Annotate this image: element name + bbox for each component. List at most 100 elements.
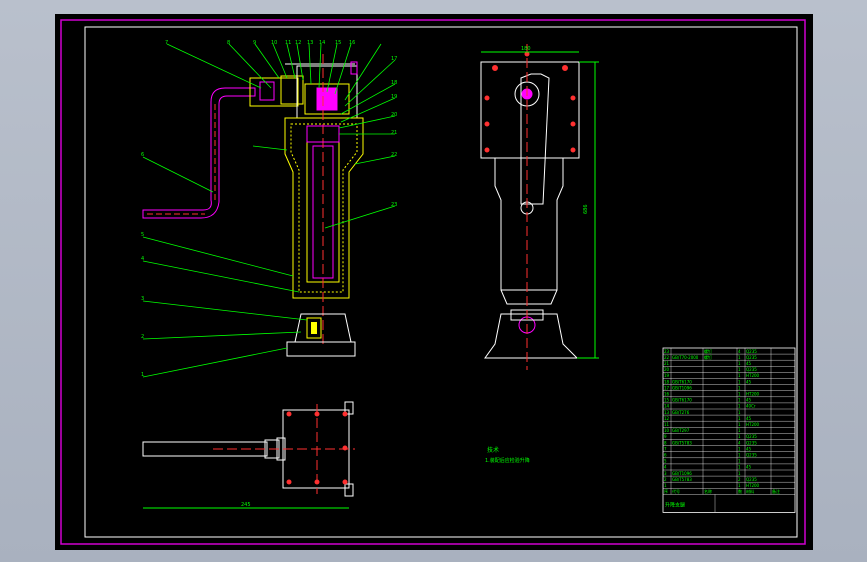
table-header-cell: 数: [738, 488, 742, 494]
table-cell: HT200: [746, 422, 760, 427]
table-cell: 45: [746, 465, 752, 470]
table-cell: 1: [738, 453, 741, 458]
outer-border: [60, 19, 806, 545]
table-cell: Q235: [746, 367, 757, 372]
table-cell: 1: [738, 459, 741, 464]
table-cell: 45: [746, 446, 752, 451]
table-cell: GB/T5783: [672, 440, 692, 445]
table-header-cell: 名称: [704, 488, 712, 494]
crank-handle: [142, 87, 256, 219]
cad-drawing: 1 2 3 4 5 6 7 8 9 10 11 12 13 14 15 16 1…: [60, 19, 806, 545]
callout-8: 8: [227, 40, 230, 46]
table-cell: Q235: [746, 453, 757, 458]
table-cell: Q235: [746, 349, 757, 354]
callout-3: 3: [141, 296, 144, 302]
side-view: 180 686: [480, 44, 599, 370]
table-cell: 1: [738, 392, 741, 397]
table-cell: 8: [664, 440, 667, 445]
callout-10: 10: [271, 40, 277, 46]
table-cell: 3: [664, 471, 667, 476]
table-cell: GB/T297: [672, 428, 690, 433]
table-cell: 1: [738, 465, 741, 470]
table-cell: 4: [664, 465, 667, 470]
table-cell: GB/T1096: [672, 385, 692, 390]
table-cell: HT200: [746, 483, 760, 488]
table-cell: 2: [738, 477, 741, 482]
table-cell: 19: [664, 373, 670, 378]
table-cell: Q235: [746, 355, 757, 360]
table-cell: 1: [738, 398, 741, 403]
table-cell: 15: [664, 398, 670, 403]
base-plate: [286, 341, 356, 357]
table-cell: 12: [664, 416, 670, 421]
table-cell: GB/T5783: [672, 477, 692, 482]
callout-2: 2: [141, 334, 144, 340]
table-cell: Q235: [746, 477, 757, 482]
table-cell: 45: [746, 361, 752, 366]
callout-9: 9: [253, 40, 256, 46]
callout-22: 22: [391, 152, 397, 158]
table-cell: 1: [738, 367, 741, 372]
callout-16: 16: [349, 40, 355, 46]
table-cell: 1: [738, 410, 741, 415]
table-cell: 45: [746, 379, 752, 384]
top-view: 245: [142, 401, 355, 509]
table-cell: 2: [664, 477, 667, 482]
table-cell: 17: [664, 385, 670, 390]
table-cell: 1: [738, 385, 741, 390]
dimension-bottom: 245: [241, 502, 251, 508]
table-cell: GB/T276: [672, 410, 690, 415]
table-cell: 40Cr: [746, 404, 756, 409]
table-cell: 螺钉: [704, 354, 712, 360]
table-cell: 13: [664, 410, 670, 415]
table-cell: 1: [738, 373, 741, 378]
table-cell: 14: [664, 404, 670, 409]
front-view: 1 2 3 4 5 6 7 8 9 10 11 12 13 14 15 16 1…: [141, 40, 397, 378]
table-cell: GB/T6170: [672, 379, 692, 384]
callout-6: 6: [141, 152, 144, 158]
notes-line: 1.装配后应检验升降: [485, 457, 530, 464]
callout-19: 19: [391, 94, 397, 100]
table-cell: 1: [738, 446, 741, 451]
table-cell: 22: [664, 355, 670, 360]
callout-5: 5: [141, 232, 144, 238]
callout-11: 11: [285, 40, 291, 46]
dimension-top: 180: [521, 46, 531, 52]
table-cell: 1: [738, 483, 741, 488]
table-cell: 10: [664, 428, 670, 433]
drawing-viewport[interactable]: 1 2 3 4 5 6 7 8 9 10 11 12 13 14 15 16 1…: [55, 14, 813, 550]
table-cell: 1: [738, 379, 741, 384]
table-cell: 5: [664, 459, 667, 464]
dimension-side: 686: [583, 204, 589, 214]
table-cell: 18: [664, 379, 670, 384]
table-cell: 1: [664, 483, 667, 488]
table-cell: 20: [664, 367, 670, 372]
table-cell: 1: [738, 434, 741, 439]
title-block: 升降支腿: [665, 501, 685, 508]
table-cell: 1: [738, 404, 741, 409]
table-cell: GB/T70-2000: [672, 355, 699, 360]
table-header-cell: 代号: [672, 488, 680, 494]
table-cell: GB/T6170: [672, 398, 692, 403]
table-cell: HT200: [746, 392, 760, 397]
callout-14: 14: [319, 40, 325, 46]
callout-12: 12: [295, 40, 301, 46]
callout-21: 21: [391, 130, 397, 136]
table-cell: 1: [738, 422, 741, 427]
callout-4: 4: [141, 256, 144, 262]
callout-7: 7: [165, 40, 168, 46]
table-cell: 螺钉: [704, 348, 712, 354]
table-cell: 21: [664, 361, 670, 366]
callout-17: 17: [391, 56, 397, 62]
table-cell: 6: [664, 453, 667, 458]
callout-1: 1: [141, 372, 144, 378]
table-cell: 45: [746, 398, 752, 403]
callout-20: 20: [391, 112, 397, 118]
table-cell: 16: [664, 392, 670, 397]
table-cell: 23: [664, 349, 670, 354]
table-header-cell: 序: [664, 488, 668, 494]
callout-18: 18: [391, 80, 397, 86]
callout-23: 23: [391, 202, 397, 208]
table-cell: 1: [738, 471, 741, 476]
